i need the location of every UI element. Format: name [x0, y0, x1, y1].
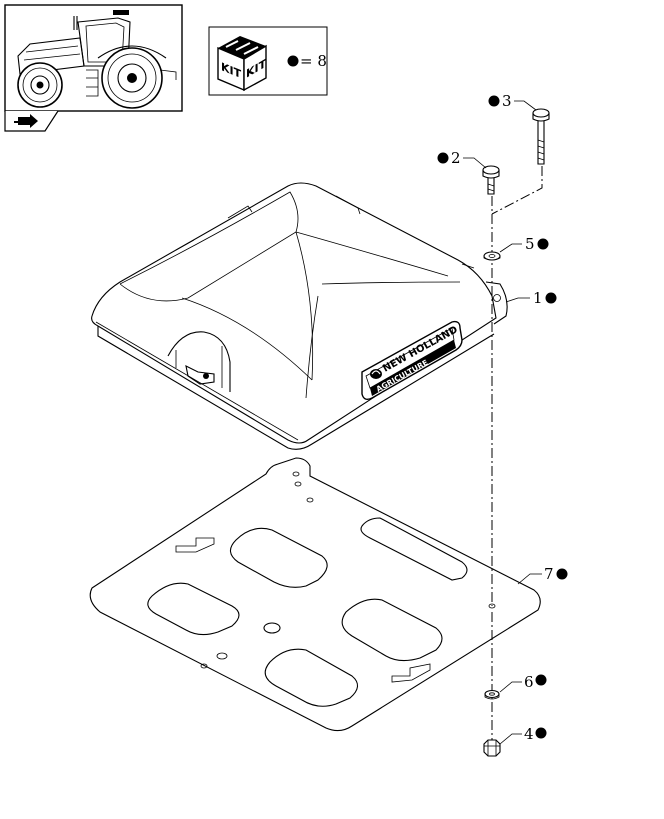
- callout-4: 4: [499, 725, 547, 745]
- svg-text:5: 5: [525, 235, 535, 253]
- callout-2: 2: [437, 149, 487, 169]
- washer-part-6: [484, 689, 500, 700]
- svg-text:4: 4: [524, 725, 534, 743]
- nut-part-4: [483, 739, 501, 757]
- tractor-thumbnail: [4, 4, 183, 112]
- new-holland-leaf-icon: [370, 369, 382, 379]
- bolt-short-part-2: [482, 165, 500, 195]
- svg-text:3: 3: [502, 92, 512, 110]
- callout-5: 5: [499, 235, 549, 253]
- brand-plate: NEW HOLLAND AGRICULTURE: [361, 320, 463, 401]
- callout-3: 3: [488, 92, 537, 111]
- callout-1: 1: [505, 289, 557, 307]
- mounting-plate-part-7: [89, 457, 541, 732]
- kit-equals-label: = 8: [300, 52, 327, 70]
- callout-7: 7: [517, 565, 568, 585]
- navigate-arrow-icon[interactable]: [4, 110, 59, 132]
- washer-part-5: [483, 251, 501, 261]
- kit-box-icon: KIT KIT: [217, 36, 267, 92]
- svg-text:7: 7: [544, 565, 554, 583]
- svg-text:2: 2: [451, 149, 461, 167]
- assembly-line-bolt-3: [491, 166, 543, 215]
- kit-legend: KIT KIT = 8: [208, 26, 328, 96]
- callout-6: 6: [499, 673, 547, 693]
- svg-text:6: 6: [524, 673, 534, 691]
- bolt-long-part-3: [532, 108, 550, 165]
- svg-text:1: 1: [533, 289, 543, 307]
- kit-dot: [287, 55, 299, 67]
- roof-beacon-highlight: [113, 10, 129, 15]
- cover-part-1: NEW HOLLAND AGRICULTURE: [91, 182, 508, 450]
